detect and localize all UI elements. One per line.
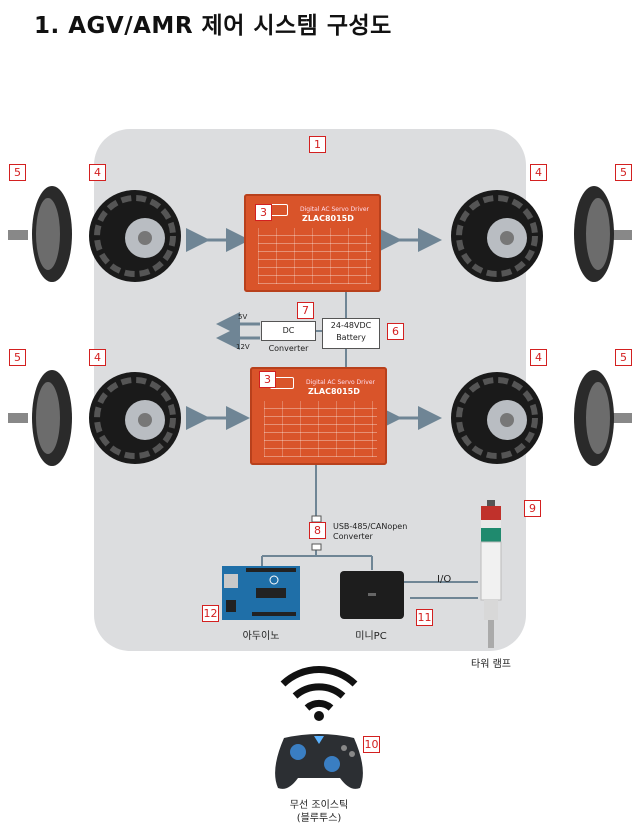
tower-lamp-label: 타워 램프 (471, 659, 511, 670)
hub-motor-icon (574, 186, 632, 282)
callout-wheel: 4 (89, 349, 106, 366)
callout-mini-pc: 11 (416, 609, 433, 626)
converter-line2: Converter (333, 532, 373, 541)
callout-wheel: 4 (530, 164, 547, 181)
mecanum-wheel-icon (89, 190, 181, 282)
battery-label: Battery (336, 333, 366, 342)
converter-line1: USB-485/CANopen (333, 522, 408, 531)
callout-joystick: 10 (363, 736, 380, 753)
gamepad-icon (275, 734, 363, 789)
driver-brand: Digital AC Servo Driver (300, 206, 370, 213)
hub-motor-icon (8, 370, 72, 466)
callout-battery: 6 (387, 323, 404, 340)
wheel-driver-arrows (186, 228, 442, 430)
dc-converter-box: DC Converter (261, 321, 316, 353)
callout-driver: 3 (255, 204, 272, 221)
driver-terminal-table (264, 401, 377, 457)
usb-converter-label: USB-485/CANopen Converter (333, 522, 407, 542)
arduino-board-icon (222, 566, 300, 620)
page-title: 1. AGV/AMR 제어 시스템 구성도 (34, 13, 392, 39)
callout-tower-lamp: 9 (524, 500, 541, 517)
output-5v-label: 5V (238, 313, 248, 321)
battery-box: 24-48VDC Battery (322, 318, 380, 349)
driver-terminal-table (258, 228, 371, 284)
arduino-label: 아두이노 (242, 631, 280, 642)
driver-brand: Digital AC Servo Driver (306, 379, 376, 386)
mecanum-wheel-icon (89, 372, 181, 464)
callout-driver: 3 (259, 371, 276, 388)
callout-motor: 5 (9, 349, 26, 366)
battery-voltage: 24-48VDC (330, 321, 372, 330)
callout-wheel: 4 (530, 349, 547, 366)
callout-system: 1 (309, 136, 326, 153)
mini-pc-label: 미니PC (355, 631, 387, 642)
joystick-label-line1: 무선 조이스틱 (289, 800, 349, 811)
driver-model: ZLAC8015D (302, 214, 354, 223)
callout-usb-converter: 8 (309, 522, 326, 539)
callout-motor: 5 (615, 164, 632, 181)
callout-motor: 5 (9, 164, 26, 181)
tower-lamp-icon (480, 500, 502, 648)
wifi-icon (280, 666, 358, 721)
hub-motor-icon (574, 370, 632, 466)
joystick-label-line2: (블루투스) (296, 813, 342, 824)
io-label: I/O (437, 574, 452, 585)
mini-pc-icon (340, 571, 404, 619)
callout-arduino: 12 (202, 605, 219, 622)
mecanum-wheel-icon (451, 372, 543, 464)
output-12v-label: 12V (236, 343, 250, 351)
driver-model: ZLAC8015D (308, 387, 360, 396)
hub-motor-icon (8, 186, 72, 282)
callout-wheel: 4 (89, 164, 106, 181)
mecanum-wheel-icon (451, 190, 543, 282)
callout-motor: 5 (615, 349, 632, 366)
joystick-label: 무선 조이스틱 (블루투스) (270, 799, 368, 825)
callout-dc-converter: 7 (297, 302, 314, 319)
